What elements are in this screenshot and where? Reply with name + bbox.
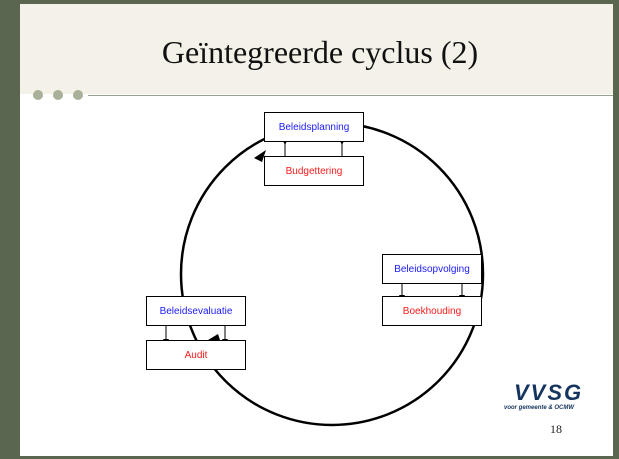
node-label: Beleidsopvolging [394,263,470,275]
left-frame-bar [0,0,20,459]
frame-top [20,0,619,4]
node-beleidsopvolging: Beleidsopvolging [382,254,482,284]
frame-right [613,0,619,459]
node-label: Boekhouding [402,305,462,317]
node-beleidsevaluatie: Beleidsevaluatie [146,296,246,326]
node-budgettering: Budgettering [264,156,364,186]
dot-icon [33,90,43,100]
logo-tagline: voor gemeente & OCMW [504,405,575,411]
logo-wordmark: VVSG [514,380,584,405]
node-label: Budgettering [285,165,343,177]
vvsg-logo: VVSG voor gemeente & OCMW [504,380,614,420]
node-beleidsplanning: Beleidsplanning [264,112,364,142]
node-label: Beleidsplanning [278,121,350,133]
dot-icon [73,90,83,100]
slide-title: Geïntegreerde cyclus (2) [161,34,479,70]
node-label: Audit [184,349,208,361]
node-audit: Audit [146,340,246,370]
dot-icon [53,90,63,100]
node-boekhouding: Boekhouding [382,296,482,326]
title-divider [88,95,613,96]
node-label: Beleidsevaluatie [159,305,233,317]
slide-frame [20,0,619,459]
page-number: 18 [550,422,562,436]
cycle-arrowhead [254,150,266,162]
frame-bottom [20,456,619,459]
title-band [20,4,613,94]
decorative-dots [33,90,93,102]
